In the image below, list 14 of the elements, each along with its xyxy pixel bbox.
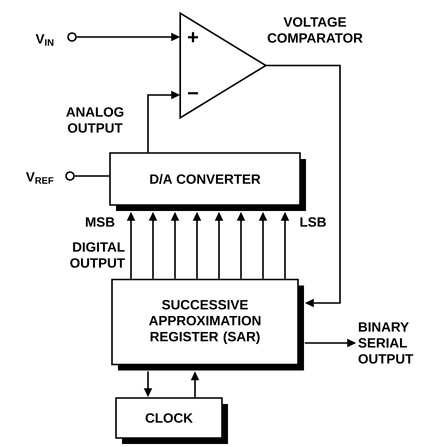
node-label: − (188, 92, 198, 94)
signal-label: ANALOG OUTPUT (66, 107, 124, 133)
signal-label: V$_{IN}$ (36, 34, 54, 46)
signal-label: DIGITAL OUTPUT (70, 242, 125, 268)
block-box: CLOCK (115, 397, 228, 444)
signal-label: V$_{REF}$ (26, 172, 54, 184)
signal-label: LSB (300, 217, 326, 227)
component-label: VOLTAGE COMPARATOR (268, 17, 363, 43)
arrow (266, 64, 341, 308)
block-box: D/A CONVERTER (109, 152, 306, 211)
block-box: SUCCESSIVE APPROXIMATION REGISTER (SAR) (111, 278, 304, 370)
node-label: + (188, 32, 198, 42)
output-label: BINARY SERIAL OUTPUT (358, 322, 414, 364)
signal-label: MSB (86, 217, 114, 227)
